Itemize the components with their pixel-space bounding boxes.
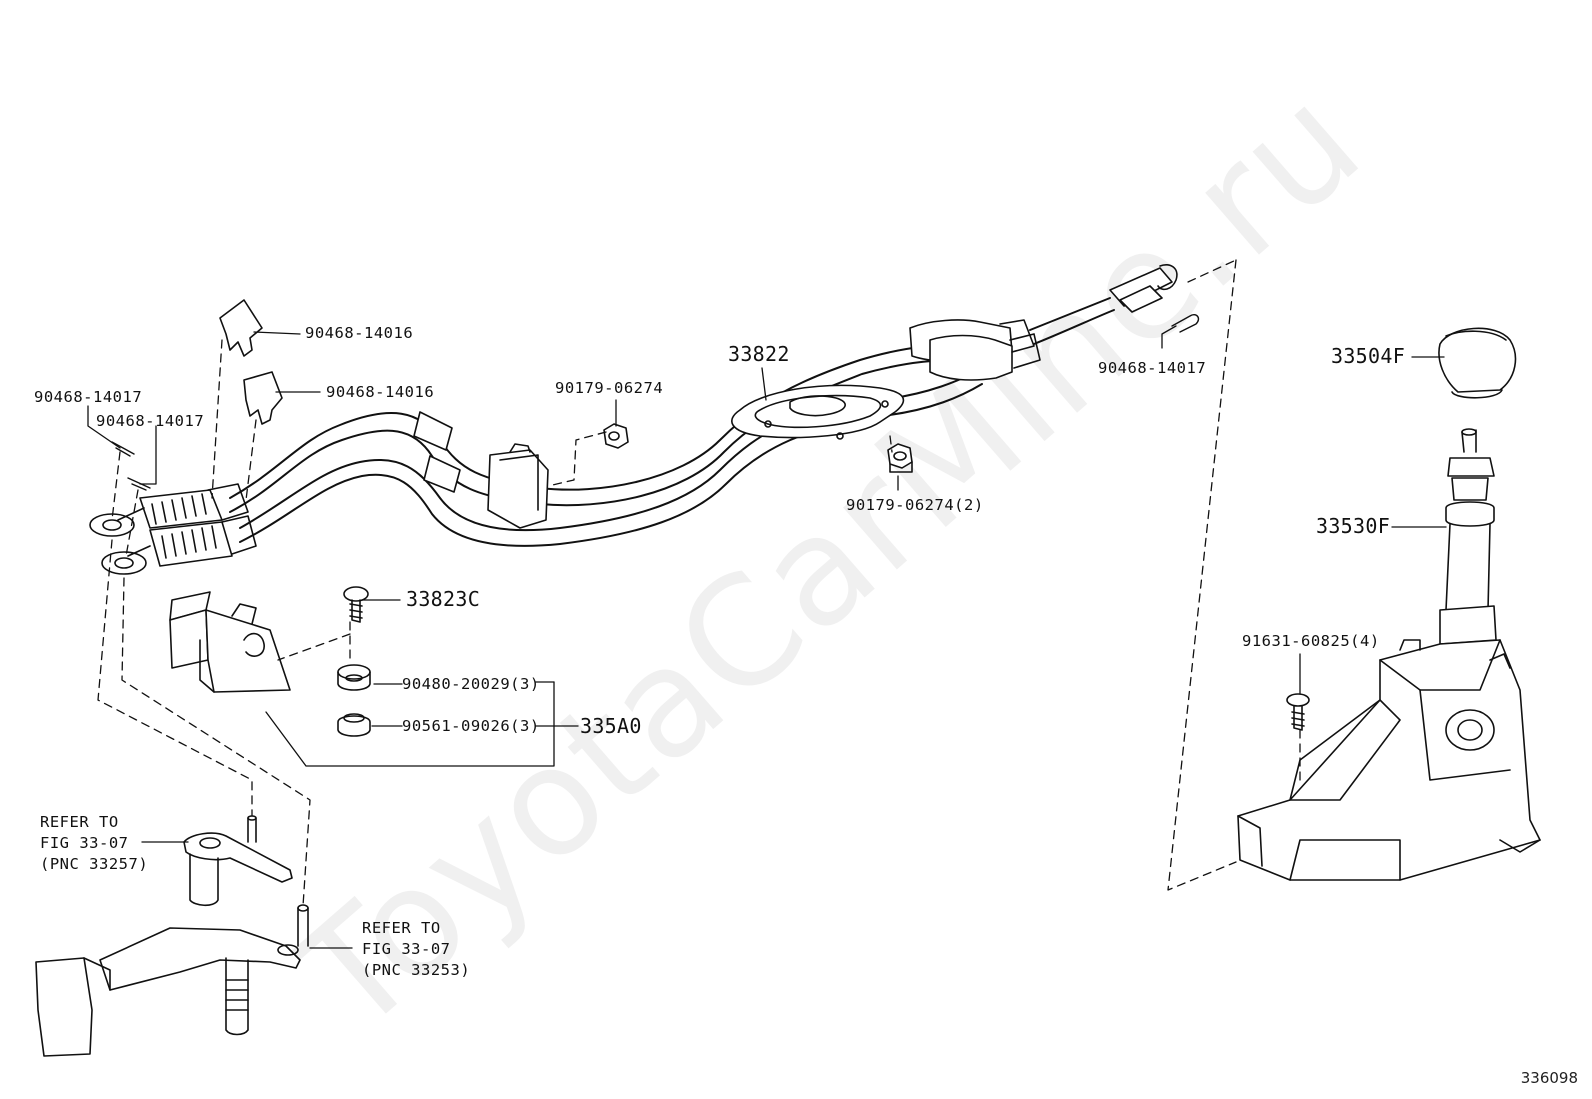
callout-33823C: 33823C <box>406 587 481 611</box>
bracket-335A0 <box>169 591 291 693</box>
callout-33530F: 33530F <box>1316 514 1391 538</box>
lever-33253 <box>35 904 309 1057</box>
lever-33257 <box>183 815 293 907</box>
pin-90468-14017-left <box>111 441 151 491</box>
shift-lever-33530F <box>1439 428 1497 645</box>
dashed-lines <box>97 259 1301 907</box>
collar-90561-09026 <box>337 713 371 737</box>
clip-90468-14016-b <box>243 371 283 425</box>
shift-lever-housing <box>1237 639 1541 881</box>
reference-pnc-33253: REFER TO FIG 33-07 (PNC 33253) <box>362 919 471 979</box>
shift-knob-33504F <box>1438 327 1517 399</box>
callout-90480-20029-3: 90480-20029(3) <box>402 675 540 693</box>
callout-90468-14017-left-2: 90468-14017 <box>96 412 205 430</box>
clip-90468-14016-a <box>219 299 263 357</box>
reference-pnc-33257: REFER TO FIG 33-07 (PNC 33257) <box>40 813 149 873</box>
cable-assembly-33822 <box>89 264 1178 575</box>
pin-90468-14017-right <box>1171 314 1200 333</box>
callout-91631-60825-4: 91631-60825(4) <box>1242 632 1380 650</box>
callout-33822: 33822 <box>728 342 790 366</box>
callout-90179-06274: 90179-06274 <box>555 379 664 397</box>
callout-33504F: 33504F <box>1331 344 1406 368</box>
nut-90179-06274 <box>603 423 629 449</box>
nut-90179-06274-2 <box>887 443 913 473</box>
bolt-91631-60825 <box>1286 693 1310 731</box>
callout-90179-06274-2: 90179-06274(2) <box>846 496 984 514</box>
bolt-33823C <box>343 586 369 623</box>
callout-90468-14016-b: 90468-14016 <box>326 383 435 401</box>
callout-90561-09026-3: 90561-09026(3) <box>402 717 540 735</box>
grommet-90480-20029 <box>337 664 371 691</box>
callout-90468-14017-right: 90468-14017 <box>1098 359 1207 377</box>
callout-90468-14016-a: 90468-14016 <box>305 324 414 342</box>
leader-lines <box>87 325 1447 949</box>
figure-code: 336098 <box>1520 1069 1578 1087</box>
callout-90468-14017-left-1: 90468-14017 <box>34 388 143 406</box>
callout-335A0: 335A0 <box>580 714 642 738</box>
